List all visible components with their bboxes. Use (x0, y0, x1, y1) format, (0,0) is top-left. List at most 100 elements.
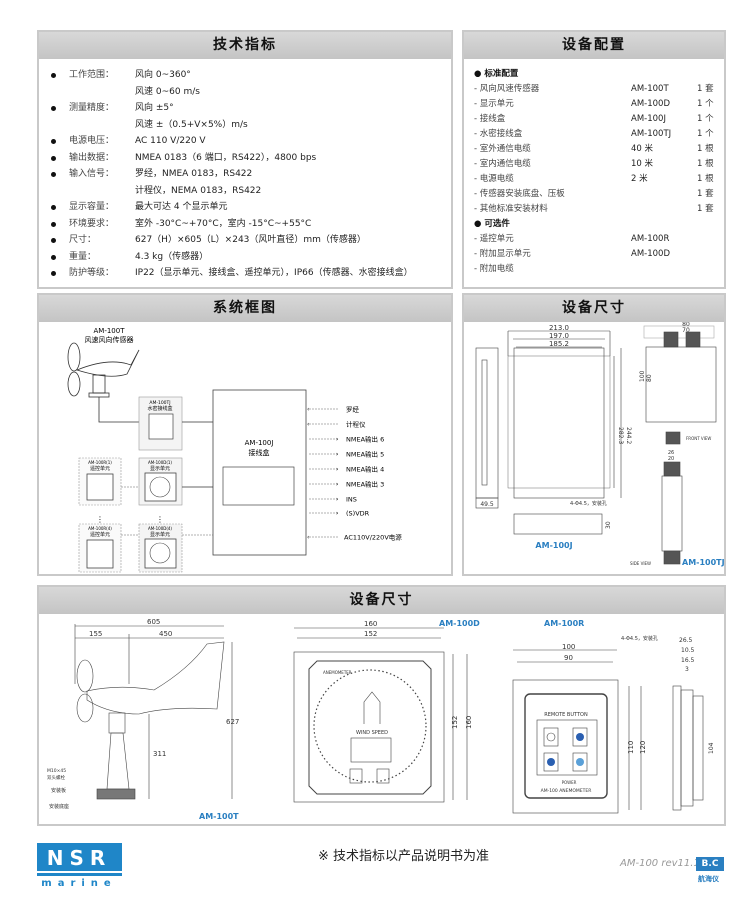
io-label: INS (346, 496, 357, 504)
logo-marine: marine (41, 878, 116, 887)
config-item-qty: 1 个 (697, 129, 714, 139)
config-item-name: - 水密接线盒 (474, 129, 523, 139)
dim-r-h2: 120 (639, 741, 647, 754)
spec-value: 风向 0~360° (135, 70, 191, 80)
system-panel: 系统框图 AM-100T 风速风向传感器 AM-100TJ 水密接线盒 AM-1… (37, 293, 453, 576)
note-t1: M10×45 (47, 768, 66, 774)
config-row: - 附加显示单元 AM-100D (474, 247, 724, 262)
tj-name: 水密接线盒 (147, 405, 172, 412)
display-unit-4: AM-100D(4) 显示单元 (138, 523, 183, 573)
dim-j-holes: 4-Φ4.5，安装孔 (570, 500, 607, 507)
tj-model: AM-100TJ (149, 400, 170, 406)
spec-row: 尺寸：627（H）×605（L）×243（风叶直径）mm（传感器） (51, 232, 451, 248)
system-title: 系统框图 (39, 295, 451, 322)
label-am100t: AM-100T (199, 812, 239, 821)
config-item-name: - 附加显示单元 (474, 249, 531, 259)
config-item-qty: 1 根 (697, 144, 714, 154)
dim-r-w2: 90 (564, 654, 573, 662)
io-label: NMEA输出 5 (346, 450, 384, 459)
config-item-qty: 1 套 (697, 204, 714, 214)
side-view-label: SIDE VIEW (630, 561, 651, 566)
config-item-model: 10 米 (631, 159, 654, 169)
arrowhead-icon: ‹ (307, 534, 309, 541)
spec-value: AC 110 V/220 V (135, 136, 206, 146)
dim-t-right: 450 (159, 630, 172, 638)
bc-badge: B.C (696, 857, 724, 871)
dim-j-depth: 30 (605, 521, 612, 529)
spec-row: 风速 0~60 m/s (51, 84, 451, 100)
spec-label: 电源电压： (69, 136, 115, 146)
spec-label: 尺寸： (69, 235, 97, 245)
junction-box-drawing: 49.5 213.0 197.0 185.2 282.3 244.2 4-Φ4.… (475, 322, 724, 567)
dim-r-h1: 110 (627, 741, 635, 754)
config-item-model: AM-100D (631, 249, 670, 259)
display-unit-1: AM-100D(1) 显示单元 (138, 457, 183, 506)
dim-d-w2: 152 (364, 630, 377, 638)
io-label: NMEA输出 4 (346, 465, 384, 474)
config-item-name: - 附加电缆 (474, 264, 514, 274)
logo-nsr: NSR (47, 846, 112, 870)
bullet-icon (51, 73, 56, 78)
arrowhead-icon: › (336, 436, 338, 443)
dim-j-side: 49.5 (480, 501, 494, 508)
spec-value: 罗经，NMEA 0183，RS422 (135, 169, 253, 179)
front-view-label: FRONT VIEW (686, 436, 711, 441)
config-item-model: 2 米 (631, 174, 648, 184)
dim-r-s2: 10.5 (681, 647, 695, 654)
spec-value: 风速 ±（0.5+V×5%）m/s (135, 119, 248, 130)
config-item-name: - 遥控单元 (474, 234, 514, 244)
nsr-marine-logo: NSR marine (37, 843, 122, 887)
config-item-name: - 显示单元 (474, 99, 514, 109)
spec-row: 输出数据：NMEA 0183（6 端口，RS422），4800 bps (51, 150, 451, 166)
bullet-icon (51, 139, 56, 144)
dim-r-s1: 26.5 (679, 637, 693, 644)
j-model: AM-100J (245, 439, 274, 447)
dim-r-w1: 100 (562, 643, 575, 651)
dim-tj-h2: 80 (646, 374, 653, 382)
spec-row: 防护等级：IP22（显示单元、接线盒、遥控单元），IP66（传感器、水密接线盒） (51, 265, 451, 281)
dim-tj-w1: 80 (682, 322, 690, 328)
dim-tj-w2: 70 (682, 327, 690, 334)
spec-value: 室外 -30°C~+70°C，室内 -15°C~+55°C (135, 218, 312, 229)
io-label: 罗经 (346, 405, 360, 414)
system-diagram: AM-100T 风速风向传感器 AM-100TJ 水密接线盒 AM-100J 接… (67, 327, 402, 573)
spec-row: 计程仪，NEMA 0183，RS422 (51, 183, 451, 199)
dims-bottom-title: 设备尺寸 (39, 587, 724, 614)
sensor-model: AM-100T (94, 327, 126, 335)
label-am100d: AM-100D (439, 619, 480, 628)
dim-j-h2: 244.2 (625, 427, 632, 444)
spec-row: 测量精度：风向 ±5° (51, 100, 451, 116)
spec-value: 计程仪，NEMA 0183，RS422 (135, 185, 262, 196)
dim-tj-h1: 100 (639, 370, 646, 382)
spec-row: 输入信号：罗经，NMEA 0183，RS422 (51, 166, 451, 182)
dim-d-h2: 160 (465, 716, 473, 729)
dim-t-left: 155 (89, 630, 102, 638)
label-am100tj: AM-100TJ (682, 558, 724, 567)
dim-t-mast: 311 (153, 750, 166, 758)
dim-r-s5: 104 (708, 742, 715, 754)
dim-t-total: 605 (147, 618, 160, 626)
config-item-name: - 风向风速传感器 (474, 84, 540, 94)
config-item-name: ● 可选件 (474, 219, 510, 229)
sensor-name: 风速风向传感器 (85, 335, 134, 344)
display2-model: AM-100D(4) (148, 526, 172, 531)
dim-d-h1: 152 (451, 716, 459, 729)
note-t2: 双头螺栓 (47, 774, 65, 781)
spec-row: 工作范围：风向 0~360° (51, 67, 451, 83)
config-row: - 附加电缆 (474, 262, 724, 277)
bullet-icon (51, 254, 56, 260)
svg-text:⋮: ⋮ (156, 515, 164, 524)
spec-row: 风速 ±（0.5+V×5%）m/s (51, 117, 451, 133)
dim-tj-s2: 20 (668, 456, 674, 462)
spec-label: 显示容量： (69, 202, 115, 212)
config-item-name: - 室外通信电缆 (474, 144, 531, 154)
config-item-model: 40 米 (631, 144, 654, 154)
label-am100r: AM-100R (544, 619, 584, 628)
